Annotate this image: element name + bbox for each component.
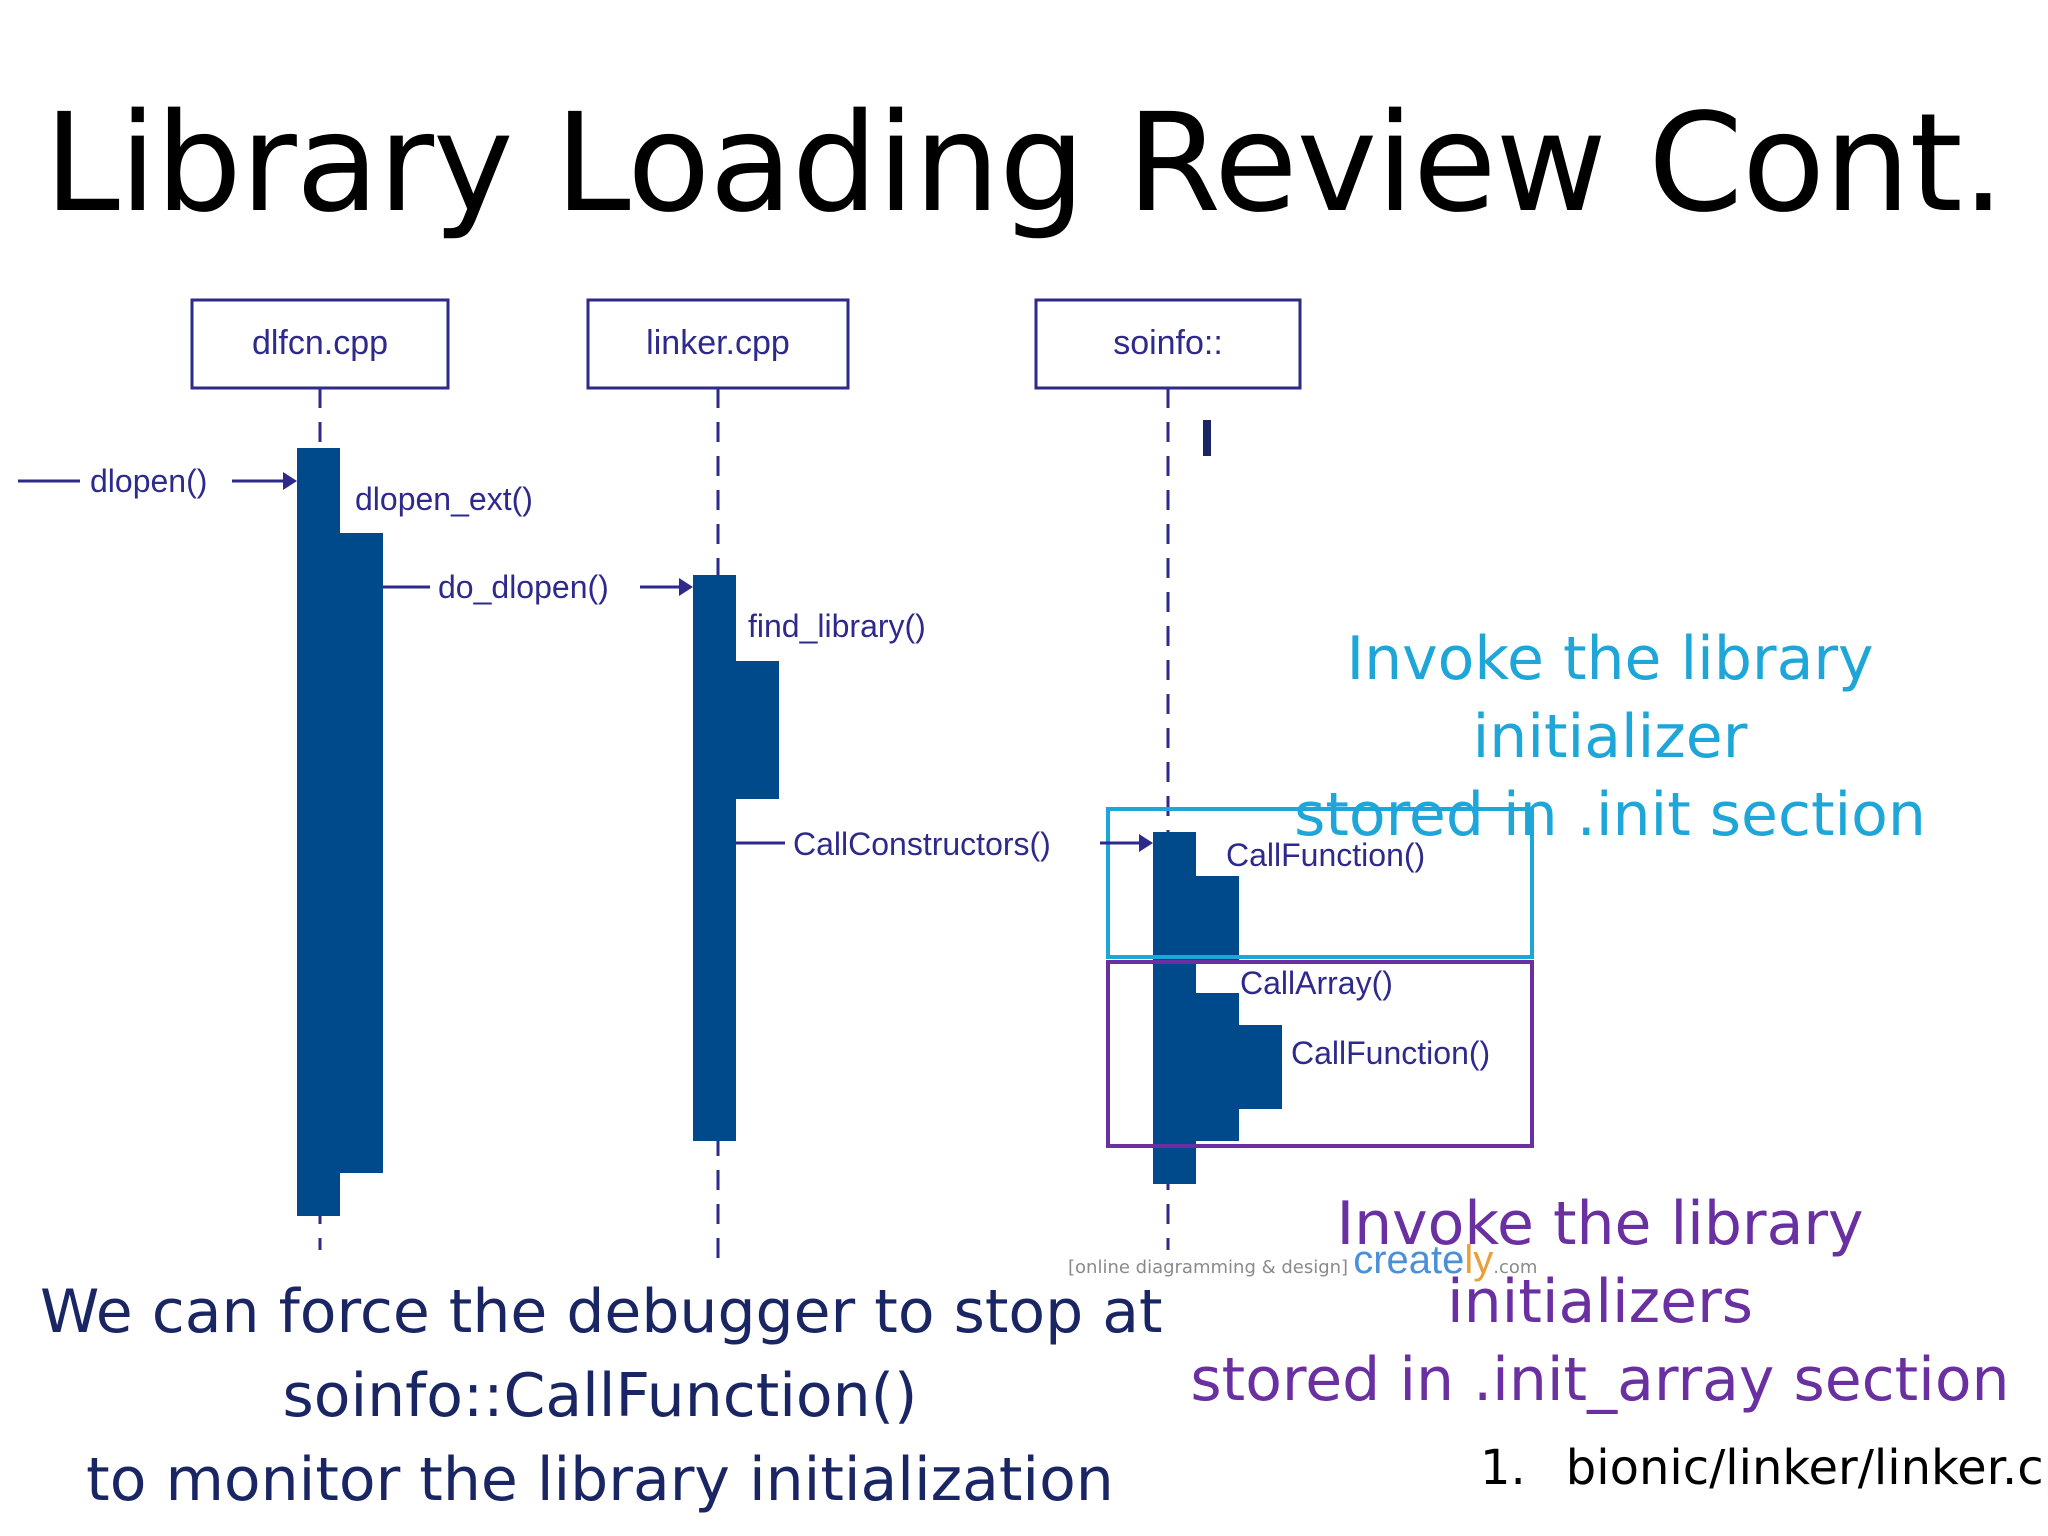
watermark-suffix: .com: [1493, 1257, 1538, 1278]
activation-linker-inner: [736, 661, 779, 799]
lifeline-box: [190, 298, 450, 390]
activation-soinfo-outer: [1153, 832, 1196, 1184]
debugger-note-line-2: soinfo::CallFunction(): [282, 1361, 918, 1431]
lifeline-label: linker.cpp: [646, 324, 790, 362]
init-array-highlight-box: [1106, 960, 1534, 1148]
init-array-note-line-1: Invoke the library initializers: [1336, 1189, 1864, 1337]
activation-soinfo-callfunction-2: [1239, 1025, 1282, 1109]
lifeline-box: [586, 298, 850, 390]
message-dlopen-ext: dlopen_ext(): [355, 481, 533, 517]
message-call-function: CallFunction(): [1226, 837, 1425, 873]
message-label: CallConstructors(): [793, 826, 1051, 862]
message-call-function-2: CallFunction(): [1291, 1035, 1490, 1071]
lifeline-soinfo: soinfo::: [1034, 298, 1302, 1250]
lifeline-label: dlfcn.cpp: [252, 324, 388, 362]
slide-title: Library Loading Review Cont.: [44, 85, 2005, 243]
init-note: Invoke the library initializer stored in…: [1200, 620, 2020, 854]
debugger-note-line-1: We can force the debugger to stop at: [40, 1277, 1163, 1347]
creately-watermark: [online diagramming & design] creately.c…: [1068, 1238, 1537, 1283]
init-note-line-1: Invoke the library initializer: [1346, 624, 1874, 772]
activation-dlfcn-inner: [340, 533, 383, 1173]
lifeline-dlfcn: dlfcn.cpp: [190, 298, 450, 1250]
reference-footnote: 1. bionic/linker/linker.cpp: [1480, 1440, 2048, 1496]
init-highlight-box: [1106, 807, 1534, 959]
lifeline-tick: [1203, 420, 1211, 456]
activation-bars: [297, 448, 1282, 1216]
message-label: dlopen(): [90, 463, 207, 499]
reference-number: 1.: [1480, 1440, 1526, 1496]
init-note-line-2: stored in .init section: [1294, 780, 1926, 850]
message-dlopen: dlopen(): [18, 463, 297, 499]
message-do-dlopen: do_dlopen(): [383, 569, 693, 605]
watermark-tagline: [online diagramming & design]: [1068, 1257, 1349, 1278]
message-find-library: find_library(): [748, 608, 926, 644]
debugger-note: We can force the debugger to stop at soi…: [40, 1270, 1163, 1522]
debugger-note-line-3: to monitor the library initialization: [86, 1445, 1114, 1515]
reference-path: bionic/linker/linker.cpp: [1565, 1440, 2048, 1496]
message-label: do_dlopen(): [438, 569, 609, 605]
activation-soinfo-callarray: [1196, 993, 1239, 1141]
activation-soinfo-callfunction: [1196, 876, 1239, 960]
lifeline-linker: linker.cpp: [586, 298, 850, 1262]
init-array-note: Invoke the library initializers stored i…: [1180, 1185, 2020, 1419]
lifeline-label: soinfo::: [1113, 324, 1223, 362]
activation-dlfcn-outer: [297, 448, 340, 1216]
message-call-constructors: CallConstructors(): [736, 826, 1153, 862]
watermark-brand: creately: [1353, 1238, 1494, 1282]
message-call-array: CallArray(): [1240, 965, 1393, 1001]
activation-linker-outer: [693, 575, 736, 1141]
lifeline-box: [1034, 298, 1302, 390]
init-array-note-line-2: stored in .init_array section: [1190, 1345, 2010, 1415]
